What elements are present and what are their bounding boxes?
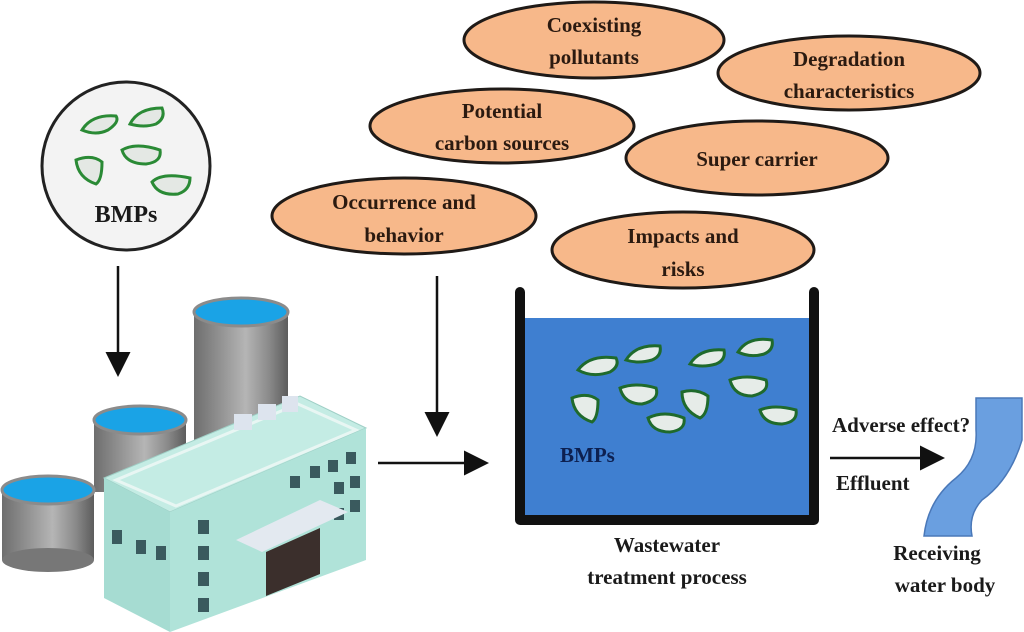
bmp-particle [623,344,662,364]
ellipse-text-line: Occurrence and [332,190,476,214]
ellipse-text-line: Potential [462,99,543,123]
bmp-particle [618,383,659,406]
ellipse-degradation-characteristics: Degradation characteristics [716,34,982,112]
ellipse-text-line: risks [661,257,704,281]
bmp-particles-source [74,106,192,196]
receiving-water-body-shape [923,397,1023,537]
bmp-particle [758,405,798,426]
bmp-particle [735,337,774,358]
bmp-particle [127,106,165,128]
bmp-particle [120,144,162,166]
topic-ellipses: Coexisting pollutants Degradation charac… [270,0,982,290]
ellipse-impacts-and-risks: Impacts and risks [550,210,816,290]
ellipse-text-line: behavior [364,223,443,247]
ellipse-super-carrier: Super carrier [624,119,890,197]
ellipse-text-line: Coexisting [547,13,642,37]
receiving-caption-line-2: water body [895,573,996,597]
treatment-basin: BMPs [515,287,819,525]
ellipse-text-line: Degradation [793,47,905,71]
bmp-particle [575,355,619,377]
ellipse-text-line: pollutants [549,45,639,69]
receiving-caption-line-1: Receiving [893,541,981,565]
ellipse-text-line: Super carrier [696,147,818,171]
bmp-particle [79,114,119,135]
bmp-particle [646,412,686,434]
source-bmps-label: BMPs [95,202,158,228]
effluent-label: Effluent [836,471,910,495]
adverse-effect-label: Adverse effect? [832,413,970,437]
basin-caption-line-2: treatment process [587,565,747,589]
ellipse-coexisting-pollutants: Coexisting pollutants [462,0,726,80]
ellipse-text-line: carbon sources [435,131,569,155]
basin-bmps-label: BMPs [560,443,615,467]
bmp-particle [687,348,726,368]
treatment-plant-illustration [0,296,368,632]
bmp-particle [680,389,710,420]
bmp-source-circle: BMPs [40,80,212,252]
basin-caption-line-1: Wastewater [614,533,720,557]
ellipse-text-line: characteristics [784,79,915,103]
ellipse-potential-carbon-sources: Potential carbon sources [368,87,636,165]
bmp-particle [570,393,600,424]
ellipse-occurrence-and-behavior: Occurrence and behavior [270,176,538,256]
bmp-particle [728,375,769,398]
bmp-particle [150,174,192,196]
bmp-particle [74,155,104,186]
bmp-particles-basin [570,337,798,434]
ellipse-text-line: Impacts and [627,224,739,248]
